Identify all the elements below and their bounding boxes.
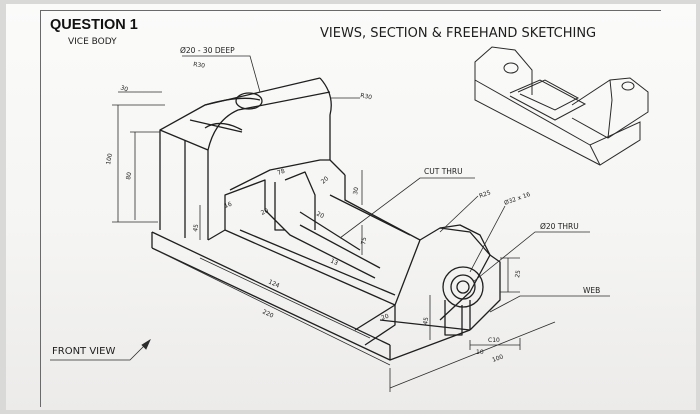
dimension-lines — [50, 55, 610, 392]
dim-20-a: 20 — [320, 175, 330, 185]
reference-pictorial — [474, 46, 649, 166]
dim-100: 100 — [105, 153, 114, 166]
dim-220: 220 — [261, 308, 275, 319]
dim-25: 25 — [514, 269, 522, 278]
dim-124: 124 — [267, 278, 281, 289]
label-hole-top: Ø20 - 30 DEEP — [180, 46, 235, 55]
dim-c10: C10 — [488, 337, 500, 344]
vice-body-isometric — [151, 77, 501, 361]
dim-80: 80 — [125, 171, 133, 180]
dim-r30-a: R30 — [193, 61, 206, 70]
label-web: WEB — [583, 286, 600, 295]
dim-r30-b: R30 — [360, 92, 373, 101]
dim-16: 16 — [223, 201, 233, 210]
dim-20-d: 20 — [380, 313, 390, 322]
label-cut-thru: CUT THRU — [424, 167, 463, 176]
dim-r25: R25 — [478, 189, 492, 200]
dim-100-b: 100 — [491, 353, 504, 364]
dim-45-b: 45 — [422, 316, 430, 325]
dim-hole32: Ø32 x 16 — [503, 191, 531, 207]
subject-label: VICE BODY — [68, 37, 117, 47]
label-hole-thru: Ø20 THRU — [540, 222, 579, 231]
dim-78: 78 — [276, 168, 286, 177]
dim-20-b: 20 — [260, 207, 270, 217]
page-title: VIEWS, SECTION & FREEHAND SKETCHING — [320, 26, 596, 41]
question-number: QUESTION 1 — [50, 17, 138, 33]
dim-75: 75 — [360, 236, 368, 245]
dim-45: 45 — [192, 223, 200, 232]
dim-20-c: 20 — [315, 210, 325, 220]
dim-30-b: 30 — [352, 186, 360, 195]
dim-30: 30 — [119, 84, 129, 93]
page-frame — [40, 10, 661, 407]
dim-10: 10 — [476, 349, 484, 356]
label-front-view: FRONT VIEW — [52, 346, 115, 357]
dim-13: 13 — [329, 257, 339, 267]
